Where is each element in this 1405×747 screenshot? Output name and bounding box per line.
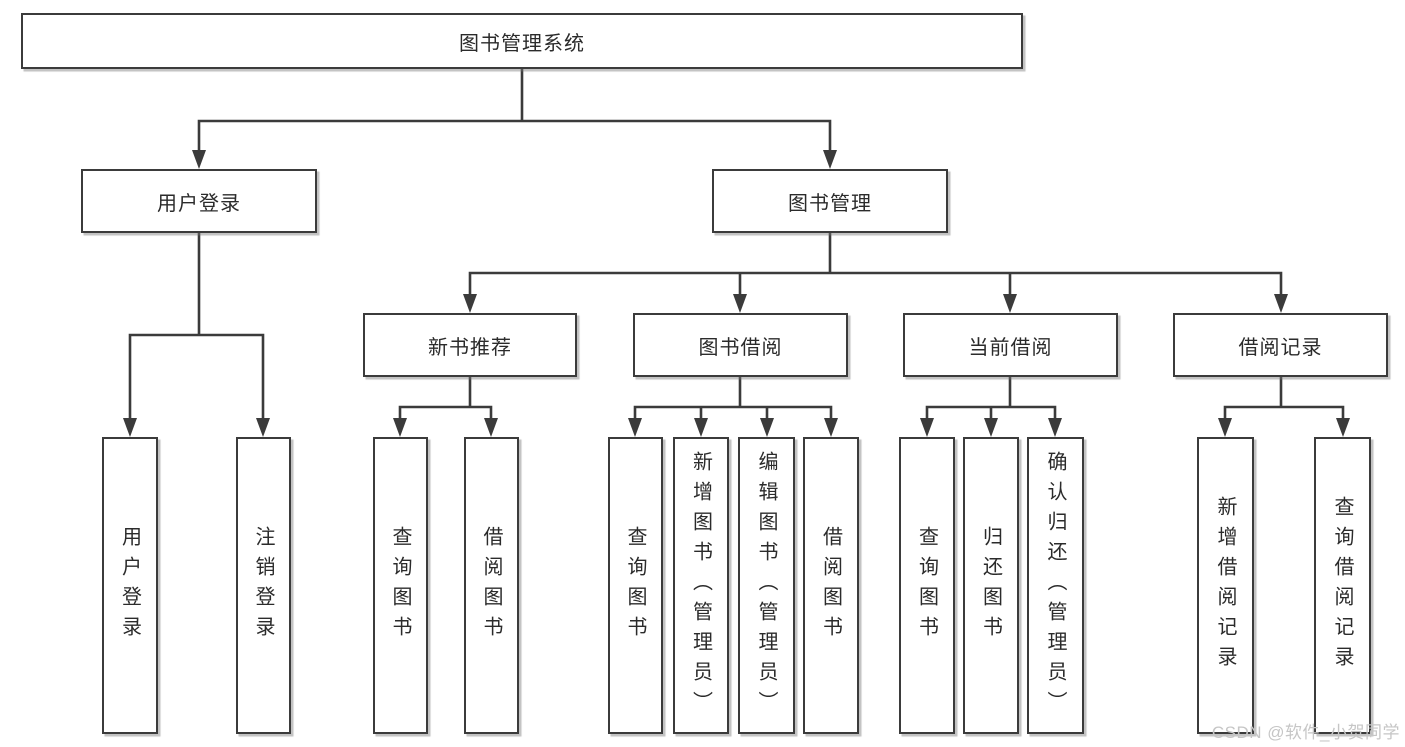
node-user-login: 用户登录 [81,169,317,233]
leaf-borrow-books-recommend: 借阅图书 [464,437,519,734]
leaf-borrow-books: 借阅图书 [803,437,859,734]
leaf-query-books-current-label: 查询图书 [915,525,938,646]
leaf-add-book-admin: 新增图书（管理员） [673,437,729,734]
node-book-borrow-label: 图书借阅 [698,336,783,359]
node-borrow-records-label: 借阅记录 [1238,336,1323,359]
leaf-borrow-books-label: 借阅图书 [819,525,842,646]
leaf-query-books-recommend: 查询图书 [373,437,428,734]
node-new-book-recommend: 新书推荐 [363,313,577,377]
leaf-return-books: 归还图书 [963,437,1019,734]
leaf-edit-book-admin-label: 编辑图书（管理员） [755,450,777,721]
leaf-logout: 注销登录 [236,437,291,734]
leaf-logout-label: 注销登录 [252,525,274,646]
leaf-query-borrow-record: 查询借阅记录 [1314,437,1371,734]
leaf-return-books-label: 归还图书 [979,525,1002,646]
tree-edges [128,67,1345,422]
node-book-borrow: 图书借阅 [633,313,848,377]
leaf-add-book-admin-label: 新增图书（管理员） [689,450,712,721]
leaf-confirm-return-admin-label: 确认归还（管理员） [1044,450,1066,721]
node-user-login-label: 用户登录 [157,192,241,215]
leaf-confirm-return-admin: 确认归还（管理员） [1027,437,1084,734]
node-book-management: 图书管理 [712,169,948,233]
leaf-query-borrow-record-label: 查询借阅记录 [1331,495,1353,676]
leaf-edit-book-admin: 编辑图书（管理员） [738,437,795,734]
node-book-management-label: 图书管理 [788,192,872,215]
node-borrow-records: 借阅记录 [1173,313,1388,377]
leaf-query-books-current: 查询图书 [899,437,955,734]
node-root-label: 图书管理系统 [459,32,585,55]
leaf-add-borrow-record: 新增借阅记录 [1197,437,1254,734]
node-current-borrow-label: 当前借阅 [968,336,1053,359]
node-new-book-recommend-label: 新书推荐 [428,336,512,359]
node-root: 图书管理系统 [21,13,1023,69]
leaf-borrow-books-recommend-label: 借阅图书 [480,525,502,646]
leaf-add-borrow-record-label: 新增借阅记录 [1214,495,1236,676]
leaf-query-books-recommend-label: 查询图书 [389,525,411,646]
leaf-user-login: 用户登录 [102,437,158,734]
leaf-user-login-label: 用户登录 [118,525,141,646]
leaf-query-books-borrow-label: 查询图书 [624,525,646,646]
csdn-watermark: CSDN @软件_小贺同学 [1211,723,1400,742]
leaf-query-books-borrow: 查询图书 [608,437,663,734]
node-current-borrow: 当前借阅 [903,313,1118,377]
